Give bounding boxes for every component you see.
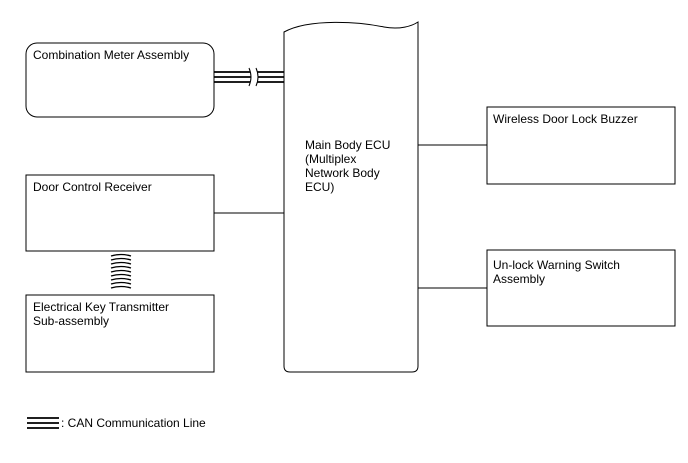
main-body-ecu-label-3: Network Body [305,166,380,180]
can-line-legend-label: : CAN Communication Line [61,416,206,430]
combination-meter-label: Combination Meter Assembly [33,48,189,62]
unlock-switch-label-1: Un-lock Warning Switch [493,258,620,272]
can-line-meter-ecu [214,67,284,87]
wireless-buzzer-label: Wireless Door Lock Buzzer [493,112,638,126]
main-body-ecu: Main Body ECU (Multiplex Network Body EC… [283,21,419,373]
key-transmitter-label-2: Sub-assembly [33,314,109,328]
legend: : CAN Communication Line [27,416,206,430]
unlock-switch-label-2: Assembly [493,272,545,286]
door-control-receiver: Door Control Receiver [25,174,215,252]
combination-meter-assembly: Combination Meter Assembly [25,42,215,118]
can-line-legend-symbol [27,417,59,429]
main-body-ecu-label-4: ECU) [305,180,334,194]
electrical-key-transmitter: Electrical Key Transmitter Sub-assembly [25,294,215,373]
wireless-signal-icon [110,253,132,289]
main-body-ecu-label-1: Main Body ECU [305,138,390,152]
key-transmitter-label-1: Electrical Key Transmitter [33,300,169,314]
main-body-ecu-label-2: (Multiplex [305,152,356,166]
wireless-door-lock-buzzer: Wireless Door Lock Buzzer [486,106,676,185]
door-control-receiver-label: Door Control Receiver [33,180,152,194]
unlock-warning-switch: Un-lock Warning Switch Assembly [486,249,676,327]
